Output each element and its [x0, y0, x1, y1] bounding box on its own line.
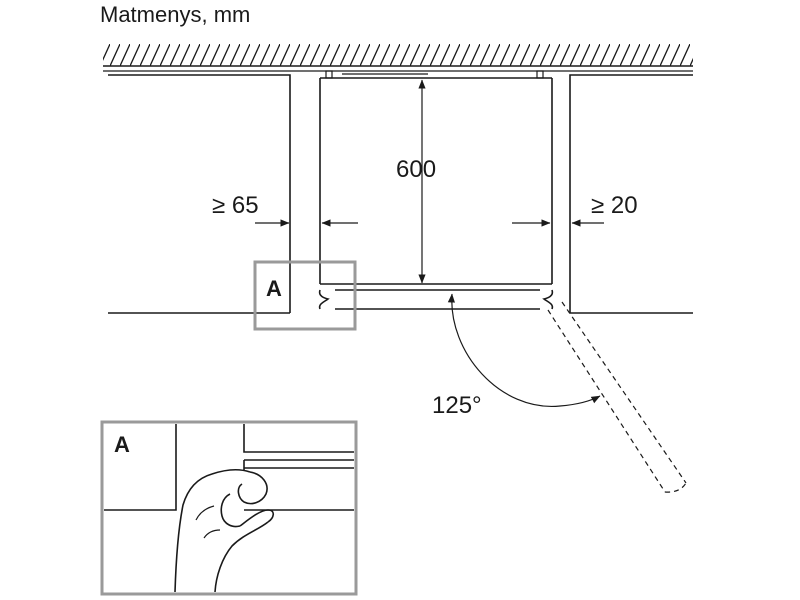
detail-marker-a — [253, 260, 357, 331]
detail-inset-label: A — [114, 432, 130, 457]
detail-marker-label: A — [266, 276, 282, 301]
appliance-body — [319, 70, 553, 284]
ceiling — [103, 44, 693, 72]
detail-inset — [100, 420, 358, 596]
hand-illustration — [174, 469, 275, 593]
open-door-outline — [547, 301, 687, 493]
left-gap-value: ≥ 65 — [212, 192, 259, 219]
diagram-title: Matmenys, mm — [100, 2, 250, 27]
height-value: 600 — [396, 156, 436, 183]
right-gap-value: ≥ 20 — [591, 192, 638, 219]
door-angle-arc — [447, 293, 601, 407]
door-angle-value: 125° — [432, 392, 482, 419]
left-cabinet — [108, 74, 291, 314]
